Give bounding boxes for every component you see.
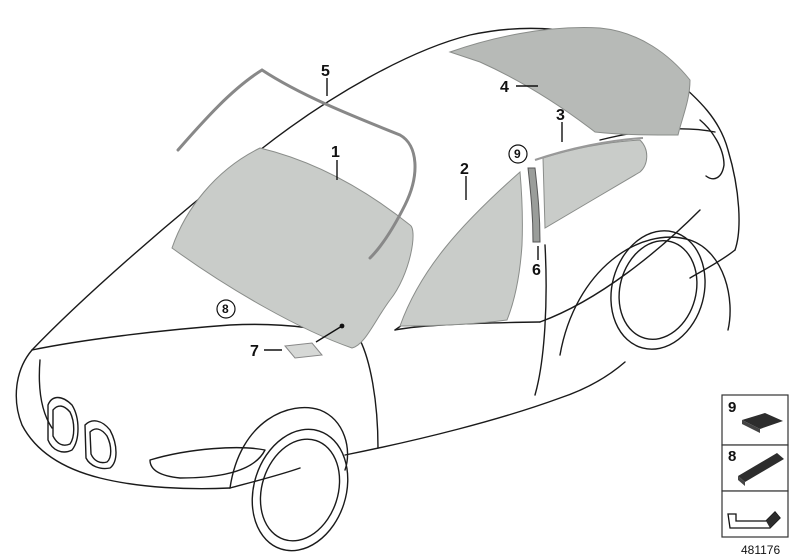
- legend-item-9-pad: [742, 413, 783, 429]
- callout-3: 3: [556, 107, 565, 124]
- legend-item-9-number: 9: [728, 399, 736, 416]
- svg-text:9: 9: [514, 147, 521, 161]
- svg-text:8: 8: [222, 302, 229, 316]
- legend-panel: 9 8: [721, 394, 789, 538]
- windscreen-glass: [171, 147, 414, 349]
- windscreen-trim: [176, 68, 417, 260]
- callout-4: 4: [500, 79, 509, 96]
- rear-side-window-frame: [534, 137, 644, 161]
- legend-item-8-strip: [738, 453, 784, 482]
- car-body-outline: [15, 27, 740, 552]
- callout-6: 6: [532, 262, 541, 279]
- reference-number: 481176: [741, 543, 780, 557]
- front-door-glass: [399, 170, 523, 327]
- leader-lines: [264, 78, 563, 351]
- b-pillar-trim: [527, 167, 541, 243]
- callout-5: 5: [321, 63, 330, 80]
- circled-callout-8: 8: [216, 299, 236, 319]
- rain-sensor-part: [284, 342, 323, 359]
- callout-1: 1: [331, 144, 340, 161]
- callout-7: 7: [250, 343, 259, 360]
- legend-item-8-number: 8: [728, 448, 736, 465]
- circled-callout-9: 9: [508, 144, 528, 164]
- callout-2: 2: [460, 161, 469, 178]
- rear-window-glass: [448, 27, 691, 136]
- rear-side-window: [542, 139, 648, 229]
